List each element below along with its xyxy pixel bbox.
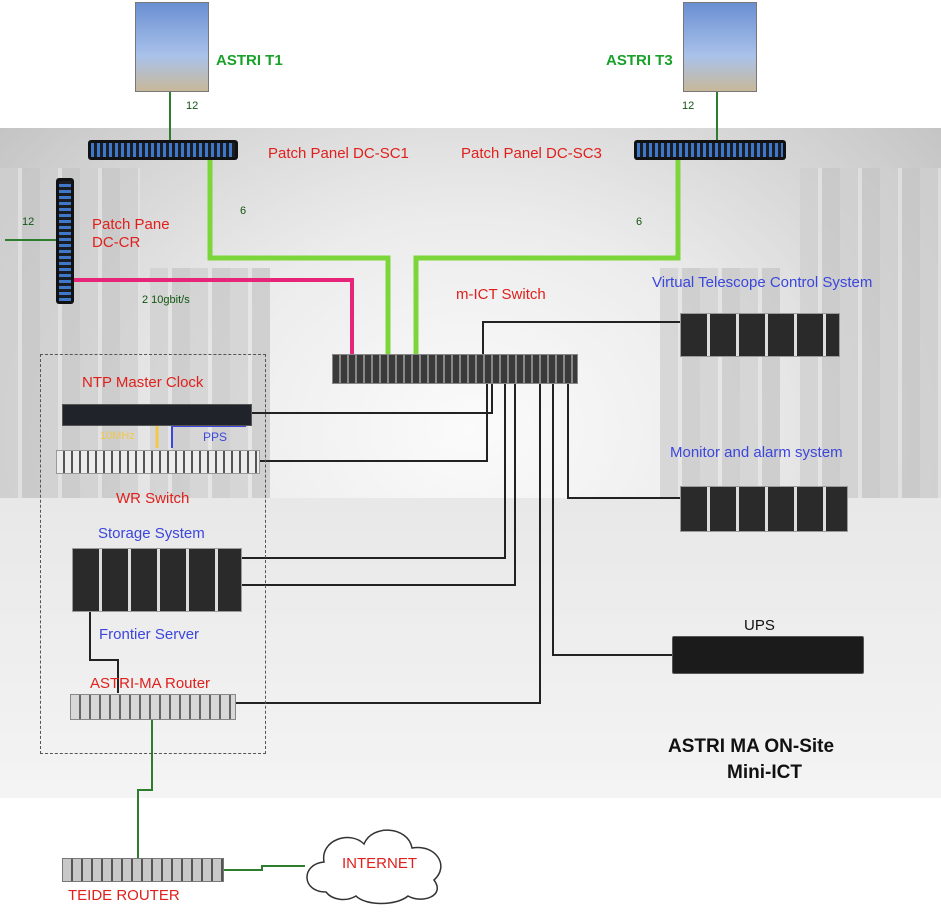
label-patch-sc3: Patch Panel DC-SC3 [461,145,602,162]
astri-router-device [70,694,236,720]
label-internet: INTERNET [342,855,417,872]
label-patch-sc1: Patch Panel DC-SC1 [268,145,409,162]
count-sc1-switch: 6 [240,205,247,217]
label-teide: TEIDE ROUTER [68,887,180,904]
count-t3: 12 [682,100,695,112]
internet-cloud-icon [306,829,442,905]
count-t1: 12 [186,100,199,112]
count-cr-left: 12 [22,216,35,228]
wr-switch-device [56,450,260,474]
title-line1: ASTRI MA ON-Site [668,736,835,757]
count-cr-switch: 2 10gbit/s [142,294,190,306]
label-ups: UPS [744,617,775,634]
vtcs-server [680,313,840,357]
label-ntp: NTP Master Clock [82,374,204,391]
local-rack-group [40,354,266,754]
teide-router-device [62,858,224,882]
telescope-t1-image [135,2,209,92]
ups-device [672,636,864,674]
label-monitor: Monitor and alarm system [670,444,843,461]
ntp-clock-device [62,404,252,426]
patch-panel-sc3 [634,140,786,160]
label-patch-cr: Patch Pane DC-CR [92,216,170,251]
patch-panel-sc1 [88,140,238,160]
title-line2: Mini-ICT [727,762,802,783]
label-storage: Storage System [98,525,205,542]
mict-switch-device [332,354,578,384]
label-frontier: Frontier Server [99,626,200,643]
telescope-t3-image [683,2,757,92]
monitor-server [680,486,848,532]
label-mict-switch: m-ICT Switch [456,286,546,303]
label-vtcs: Virtual Telescope Control System [652,274,873,291]
label-10mhz: 10MHz [100,430,135,442]
count-sc3-switch: 6 [636,216,643,228]
label-astri-t1: ASTRI T1 [216,52,283,69]
label-pps: PPS [203,430,228,444]
label-wr-switch: WR Switch [116,490,190,507]
patch-panel-cr [56,178,74,304]
storage-server [72,548,242,612]
label-router: ASTRI-MA Router [90,675,211,692]
label-astri-t3: ASTRI T3 [606,52,673,69]
